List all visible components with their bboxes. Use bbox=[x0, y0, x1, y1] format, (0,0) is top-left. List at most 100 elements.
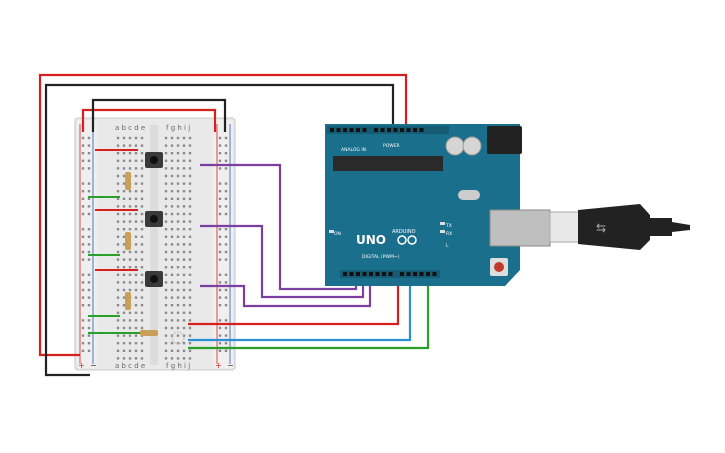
breadboard-hole bbox=[188, 273, 192, 276]
rail-hole bbox=[224, 296, 228, 299]
wire-led-red bbox=[188, 278, 400, 326]
analog-label: ANALOG IN bbox=[341, 147, 366, 153]
rail-hole bbox=[224, 167, 228, 170]
breadboard-hole bbox=[176, 167, 180, 170]
breadboard-hole bbox=[188, 136, 192, 140]
breadboard-hole bbox=[170, 182, 174, 185]
rail-hole bbox=[218, 152, 222, 155]
breadboard-hole bbox=[140, 342, 144, 345]
breadboard-hole bbox=[140, 182, 144, 185]
digital-header-pin bbox=[349, 272, 354, 276]
rail-hole bbox=[87, 159, 91, 162]
rail-hole bbox=[224, 228, 228, 231]
breadboard-hole bbox=[164, 342, 168, 345]
breadboard-hole bbox=[122, 159, 126, 162]
breadboard-hole bbox=[164, 167, 168, 170]
tx-label: TX bbox=[445, 223, 452, 229]
col-letters-right-bottom: f g h i j bbox=[166, 362, 190, 370]
analog-header-pin bbox=[343, 128, 347, 132]
rail-hole bbox=[81, 288, 85, 292]
breadboard-hole bbox=[170, 258, 174, 261]
breadboard-hole bbox=[182, 281, 186, 284]
breadboard-hole bbox=[128, 357, 132, 360]
breadboard-hole bbox=[128, 136, 132, 140]
power-header-pin bbox=[374, 128, 378, 132]
rail-hole bbox=[218, 136, 222, 140]
breadboard-hole bbox=[176, 152, 180, 155]
capacitor-2 bbox=[462, 136, 482, 156]
rail-hole bbox=[81, 319, 85, 322]
breadboard-hole bbox=[176, 357, 180, 360]
breadboard-hole bbox=[170, 281, 174, 284]
breadboard-hole bbox=[140, 319, 144, 322]
breadboard-hole bbox=[134, 205, 138, 208]
breadboard-hole bbox=[176, 326, 180, 330]
digital-header-pin bbox=[426, 272, 430, 276]
rail-hole bbox=[224, 281, 228, 284]
breadboard-hole bbox=[182, 342, 186, 345]
breadboard-hole bbox=[182, 266, 186, 269]
rail-hole bbox=[81, 152, 85, 155]
breadboard-hole bbox=[188, 342, 192, 345]
rail-hole bbox=[224, 159, 228, 162]
breadboard-hole bbox=[116, 167, 120, 170]
breadboard-hole bbox=[122, 334, 126, 337]
breadboard-hole bbox=[170, 197, 174, 200]
breadboard-hole bbox=[188, 243, 192, 246]
breadboard-hole bbox=[164, 357, 168, 360]
l-label: L bbox=[446, 243, 449, 249]
breadboard-hole bbox=[116, 228, 120, 231]
rail-hole bbox=[81, 190, 85, 193]
breadboard-hole bbox=[134, 159, 138, 162]
breadboard-hole bbox=[122, 228, 126, 231]
rail-hole bbox=[218, 205, 222, 208]
breadboard-hole bbox=[176, 212, 180, 216]
breadboard-hole bbox=[176, 342, 180, 345]
resistor-2 bbox=[125, 232, 131, 250]
breadboard-hole bbox=[128, 197, 132, 200]
breadboard-hole bbox=[164, 136, 168, 140]
breadboard-hole bbox=[134, 182, 138, 185]
rail-hole bbox=[81, 304, 85, 307]
rail-hole bbox=[87, 212, 91, 216]
breadboard-hole bbox=[170, 167, 174, 170]
rail-hole bbox=[81, 334, 85, 337]
rail-hole bbox=[87, 250, 91, 254]
breadboard-hole bbox=[140, 273, 144, 276]
rail-hole bbox=[87, 228, 91, 231]
rail-hole bbox=[218, 250, 222, 254]
atmega-chip bbox=[333, 156, 443, 171]
breadboard-hole bbox=[176, 144, 180, 147]
breadboard-hole bbox=[164, 281, 168, 284]
resistor-3 bbox=[125, 292, 131, 310]
breadboard-hole bbox=[170, 326, 174, 330]
breadboard-hole bbox=[134, 319, 138, 322]
digital-header-pin bbox=[382, 272, 386, 276]
power-header-pin bbox=[380, 128, 385, 132]
digital-header-pin bbox=[356, 272, 360, 276]
rail-hole bbox=[87, 167, 91, 170]
rail-hole bbox=[81, 159, 85, 162]
rail-hole bbox=[218, 159, 222, 162]
rail-hole bbox=[224, 273, 228, 276]
breadboard-hole bbox=[122, 144, 126, 147]
rail-hole bbox=[224, 212, 228, 216]
rail-hole bbox=[224, 326, 228, 330]
breadboard-hole bbox=[134, 228, 138, 231]
breadboard-hole bbox=[140, 228, 144, 231]
breadboard-hole bbox=[182, 190, 186, 193]
digital-header-pin bbox=[369, 272, 373, 276]
breadboard-hole bbox=[164, 349, 168, 352]
breadboard-hole bbox=[134, 197, 138, 200]
rail-hole bbox=[224, 349, 228, 352]
breadboard-hole bbox=[116, 159, 120, 162]
pushbuttons bbox=[145, 152, 163, 287]
breadboard-hole bbox=[176, 197, 180, 200]
breadboard-hole bbox=[188, 220, 192, 223]
breadboard-hole bbox=[188, 326, 192, 330]
breadboard-hole bbox=[122, 288, 126, 292]
rail-hole bbox=[224, 136, 228, 140]
breadboard-hole bbox=[116, 266, 120, 269]
rail-hole bbox=[87, 190, 91, 193]
rail-hole bbox=[224, 182, 228, 185]
